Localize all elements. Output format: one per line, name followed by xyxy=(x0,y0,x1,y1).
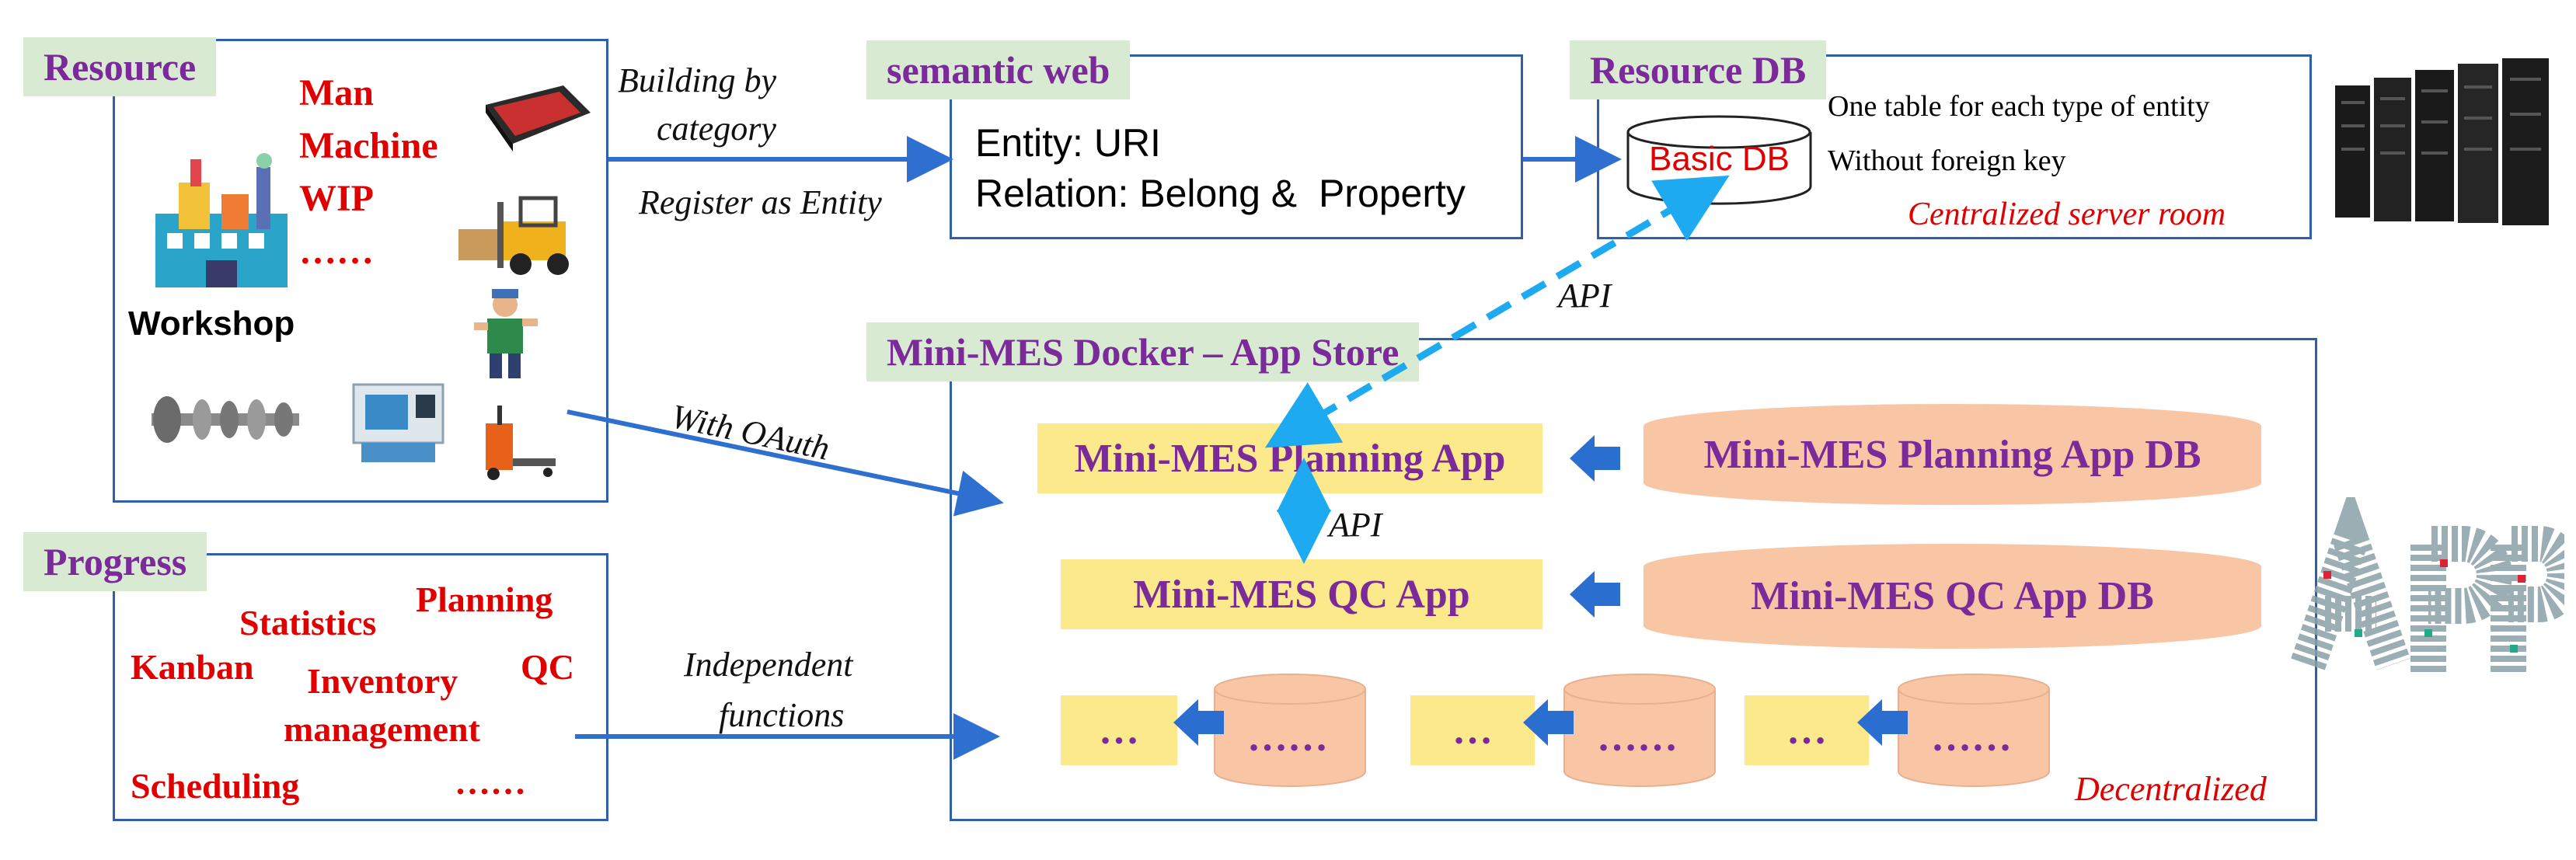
label-oauth: With OAuth xyxy=(668,396,833,468)
progress-box xyxy=(113,553,608,821)
resource-item-more: …… xyxy=(299,231,374,272)
planning-app: Mini-MES Planning App xyxy=(1037,423,1542,493)
semantic-web-title: semantic web xyxy=(866,40,1131,99)
progress-item-scheduling: Scheduling xyxy=(131,766,300,806)
semantic-entity-line: Entity: URI xyxy=(975,121,1161,165)
label-api-mid: API xyxy=(1329,506,1382,544)
extra-app-1: … xyxy=(1061,695,1177,765)
extra-arrow-2 xyxy=(1523,699,1574,746)
resource-db-note-2: Without foreign key xyxy=(1828,144,2066,177)
resource-title: Resource xyxy=(23,37,217,96)
progress-item-management: management xyxy=(284,709,480,749)
cnc-lathe-icon xyxy=(350,381,447,466)
workshop-label: Workshop xyxy=(128,305,295,343)
qc-app-db: Mini-MES QC App DB xyxy=(1644,544,2261,649)
extra-arrow-3 xyxy=(1857,699,1908,746)
extra-db-3-label: …… xyxy=(1931,716,2012,760)
extra-arrow-1 xyxy=(1173,699,1224,746)
progress-item-inventory: Inventory xyxy=(307,661,458,701)
server-rack-icon xyxy=(2327,54,2560,229)
planning-app-db: Mini-MES Planning App DB xyxy=(1644,404,2261,505)
progress-item-kanban: Kanban xyxy=(131,647,254,687)
resource-item-man: Man xyxy=(299,72,374,113)
camshaft-icon xyxy=(148,388,303,451)
worker-icon xyxy=(470,287,540,381)
label-independent: Independent xyxy=(684,646,853,684)
extra-db-1-label: …… xyxy=(1247,716,1328,760)
extra-db-3 xyxy=(1896,672,2051,789)
resource-item-machine: Machine xyxy=(299,125,438,166)
resource-db-title: Resource DB xyxy=(1570,40,1827,99)
resource-db-note-1: One table for each type of entity xyxy=(1828,90,2210,123)
extra-db-1 xyxy=(1212,672,1368,789)
resource-db-footer: Centralized server room xyxy=(1908,197,2226,232)
mini-mes-footer: Decentralized xyxy=(2075,770,2267,808)
forklift-icon xyxy=(451,186,583,280)
app-mosaic-icon xyxy=(2277,497,2564,684)
progress-item-planning: Planning xyxy=(416,580,553,619)
semantic-relation-line: Relation: Belong & Property xyxy=(975,172,1466,215)
extra-app-2: … xyxy=(1410,695,1535,765)
pallet-jack-icon xyxy=(474,404,559,482)
progress-item-more: …… xyxy=(455,762,526,802)
progress-item-qc: QC xyxy=(521,647,574,687)
plc-device-icon xyxy=(478,78,594,155)
extra-app-3: … xyxy=(1745,695,1869,765)
basic-db-label: Basic DB xyxy=(1649,140,1790,178)
label-functions: functions xyxy=(719,696,845,734)
label-building-by: Building by xyxy=(618,61,777,99)
label-category: category xyxy=(657,110,776,148)
qc-db-arrow xyxy=(1570,571,1620,618)
resource-item-wip: WIP xyxy=(299,178,374,219)
planning-db-arrow xyxy=(1570,435,1620,482)
factory-icon xyxy=(148,151,295,291)
qc-app: Mini-MES QC App xyxy=(1061,559,1542,629)
label-api-top: API xyxy=(1558,277,1612,315)
extra-db-2 xyxy=(1562,672,1717,789)
extra-db-2-label: …… xyxy=(1597,716,1678,760)
progress-title: Progress xyxy=(23,532,207,591)
label-register: Register as Entity xyxy=(639,183,882,221)
progress-item-statistics: Statistics xyxy=(239,603,377,642)
mini-mes-title: Mini-MES Docker – App Store xyxy=(866,322,1420,381)
